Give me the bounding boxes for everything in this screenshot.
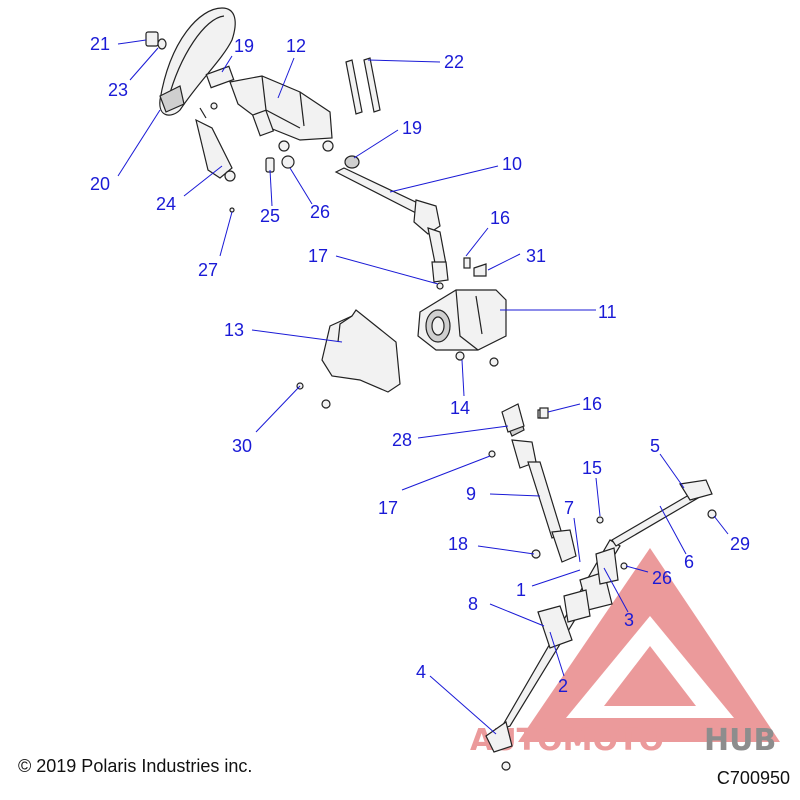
leader-lines	[117, 39, 729, 735]
column-bracket	[210, 75, 334, 152]
tie-rod-right	[596, 479, 717, 547]
callout-16-lower: 16	[582, 394, 602, 414]
callout-3: 3	[624, 610, 634, 630]
watermark-triangle-core	[604, 646, 696, 706]
callout-14: 14	[450, 398, 470, 418]
intermediate-shaft	[334, 155, 449, 283]
cover-panel	[296, 309, 401, 409]
watermark-logo: AUTOMOTO HUB	[470, 548, 780, 758]
callout-17-upper: 17	[308, 246, 328, 266]
callout-29: 29	[730, 534, 750, 554]
callout-26-upper: 26	[310, 202, 330, 222]
bolt-part-16-upper	[463, 257, 471, 269]
lower-shaft	[488, 409, 577, 563]
pin-part-27	[229, 207, 235, 213]
callout-27: 27	[198, 260, 218, 280]
steering-wheel	[159, 7, 236, 116]
callout-6: 6	[684, 552, 694, 572]
bolt-part-16-lower	[539, 407, 549, 419]
callout-23: 23	[108, 80, 128, 100]
callout-16-upper: 16	[490, 208, 510, 228]
callout-2: 2	[558, 676, 568, 696]
callout-19-lower: 19	[402, 118, 422, 138]
callout-18: 18	[448, 534, 468, 554]
callout-11: 11	[598, 302, 617, 322]
bolts-part-22	[345, 57, 381, 115]
callout-4: 4	[416, 662, 426, 682]
callout-numbers: 21 23 19 12 22 20 24 25 26 27 19 10 16 3…	[90, 34, 750, 696]
bracket-part-28	[501, 403, 525, 433]
callout-30: 30	[232, 436, 252, 456]
callout-17-lower: 17	[378, 498, 398, 518]
callout-26-lower: 26	[652, 568, 672, 588]
tie-rod-end-left	[485, 721, 513, 771]
clip-part-31	[473, 263, 487, 277]
callout-21: 21	[90, 34, 110, 54]
callout-22: 22	[444, 52, 464, 72]
watermark-brand-part2: HUB	[704, 723, 776, 758]
nut-part-21	[145, 31, 159, 47]
callout-12: 12	[286, 36, 306, 56]
gas-strut-part-24	[195, 107, 236, 182]
callout-13: 13	[224, 320, 244, 340]
callout-28: 28	[392, 430, 412, 450]
power-steering-unit	[417, 289, 507, 367]
fastener-part-26-upper	[278, 140, 295, 169]
figure-code: C700950	[716, 768, 790, 788]
callout-15: 15	[582, 458, 602, 478]
callout-24: 24	[156, 194, 176, 214]
steering-rack	[498, 539, 628, 732]
callout-1: 1	[516, 580, 526, 600]
fastener-part-25	[265, 157, 275, 173]
callout-19-upper: 19	[234, 36, 254, 56]
callout-20: 20	[90, 174, 110, 194]
nut-part-17-upper	[436, 282, 444, 290]
callout-31: 31	[526, 246, 546, 266]
copyright-notice: © 2019 Polaris Industries inc.	[18, 756, 253, 776]
callout-5: 5	[650, 436, 660, 456]
washer-part-23	[157, 38, 167, 50]
callout-7: 7	[564, 498, 574, 518]
callout-9: 9	[466, 484, 476, 504]
callout-25: 25	[260, 206, 280, 226]
callout-10: 10	[502, 154, 522, 174]
callout-8: 8	[468, 594, 478, 614]
